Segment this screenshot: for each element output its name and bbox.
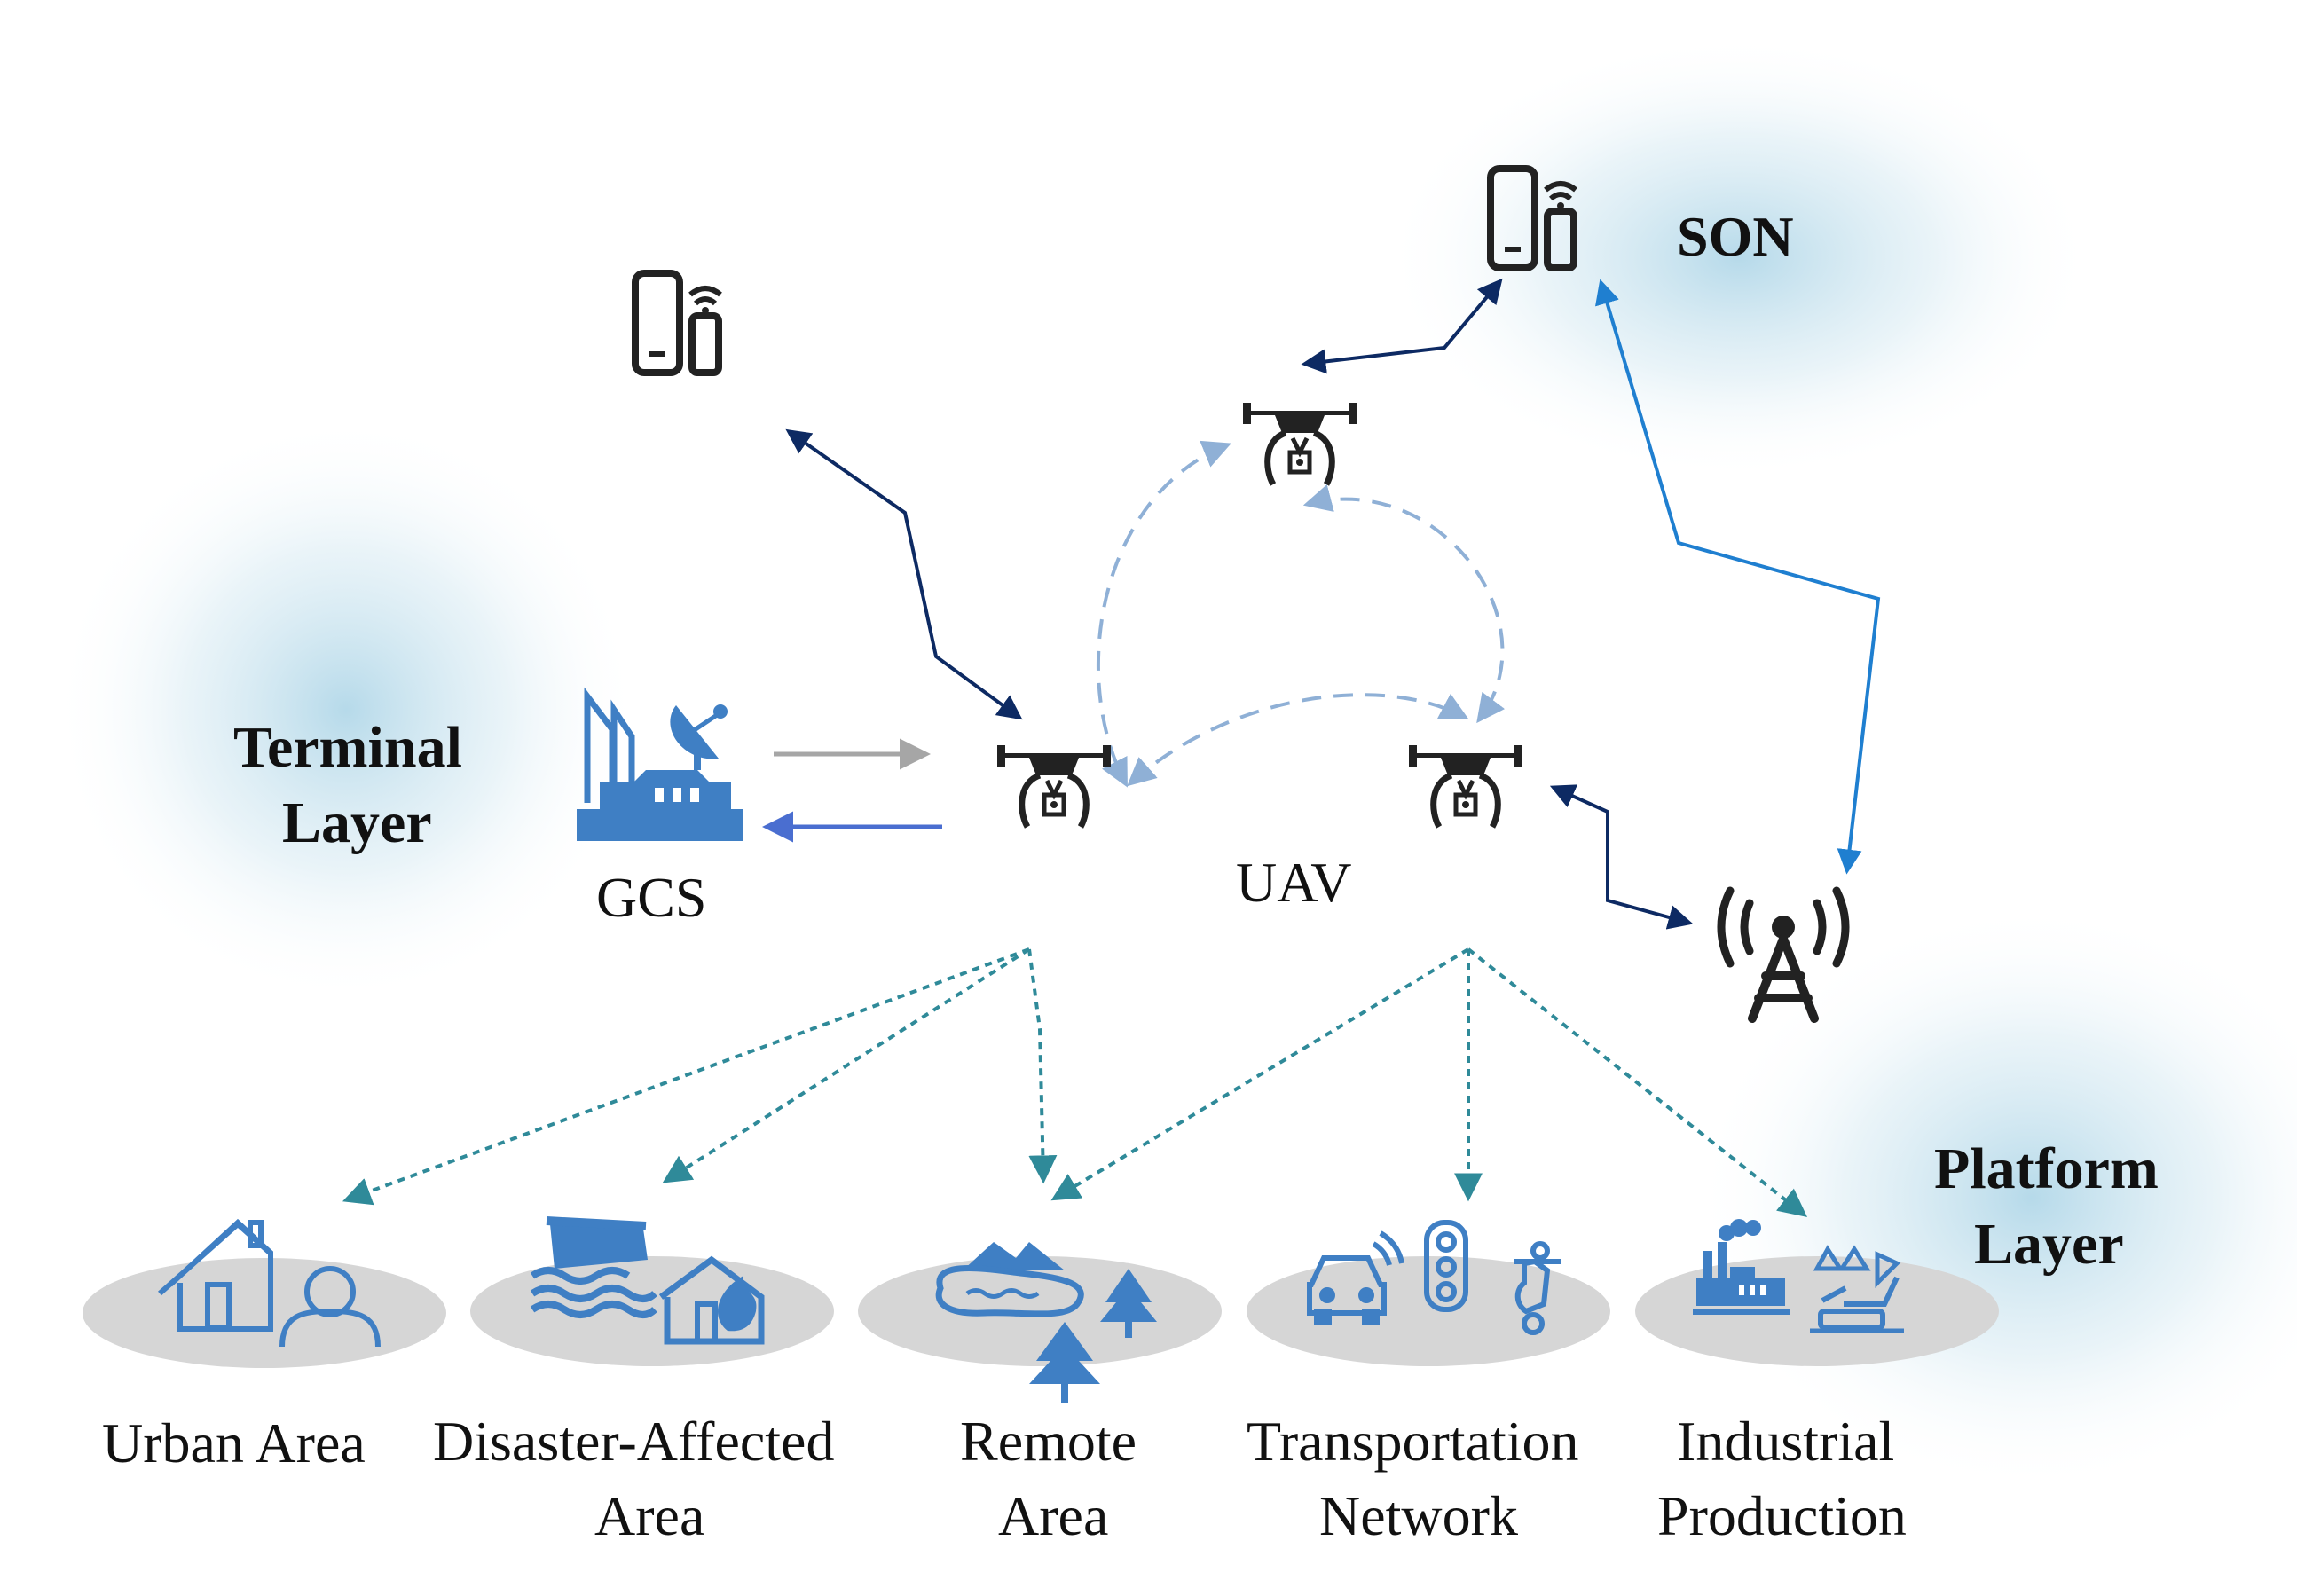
transportation-platform — [1247, 1256, 1610, 1366]
area-label-industrial-line2: Production — [1657, 1484, 1907, 1547]
area-label-disaster-line1: Disaster-Affected — [433, 1410, 835, 1473]
link-drone1-remote — [1027, 948, 1058, 1184]
drone-icon-top — [1243, 403, 1357, 484]
drone-icon-left — [997, 745, 1111, 827]
platform-layer-label-line2: Layer — [1974, 1212, 2124, 1277]
lake-trees-icon — [935, 1242, 1157, 1403]
platform-layer-label-line1: Platform — [1934, 1136, 2159, 1201]
terminal-layer-label-line2: Layer — [282, 790, 432, 855]
cell-tower-icon — [1717, 886, 1850, 1023]
link-son-drone-top — [1301, 278, 1503, 374]
link-drone1-disaster — [662, 947, 1031, 1183]
mobile-device-icon — [635, 273, 720, 373]
ground-station-icon — [577, 687, 743, 841]
link-tower-son — [1594, 279, 1881, 875]
area-label-remote-line2: Area — [998, 1484, 1109, 1547]
link-drone3-tower — [1549, 784, 1694, 930]
link-mobile-drone1 — [785, 428, 1023, 720]
area-label-transport-line2: Network — [1319, 1484, 1518, 1547]
area-label-remote-line1: Remote — [960, 1410, 1137, 1473]
car-traffic-light-scooter-icon — [1307, 1220, 1561, 1335]
link-drone-top-drone3-dashed — [1302, 484, 1506, 724]
factory-mining-icon — [1693, 1219, 1904, 1333]
son-label: SON — [1677, 205, 1794, 268]
link-drone3-industrial — [1467, 947, 1808, 1217]
house-person-icon — [158, 1218, 381, 1348]
gcs-label: GCS — [596, 866, 707, 929]
link-drone-top-drone1-dashed — [1096, 440, 1231, 788]
industrial-platform — [1635, 1256, 1999, 1366]
link-drone1-urban — [342, 947, 1030, 1206]
link-drone3-remote — [1050, 947, 1470, 1201]
area-label-industrial-line1: Industrial — [1677, 1410, 1895, 1473]
urban-area-platform — [83, 1258, 446, 1368]
drone-icon-right — [1409, 745, 1522, 827]
link-drone1-drone3-dashed — [1127, 693, 1469, 787]
terminal-layer-label-line1: Terminal — [233, 715, 462, 780]
area-label-disaster-line2: Area — [594, 1484, 705, 1547]
connections — [342, 278, 1881, 1217]
uav-label: UAV — [1236, 851, 1352, 914]
flood-fire-icon — [530, 1216, 765, 1345]
area-label-urban: Urban Area — [102, 1411, 366, 1474]
area-label-transport-line1: Transportation — [1247, 1410, 1579, 1473]
